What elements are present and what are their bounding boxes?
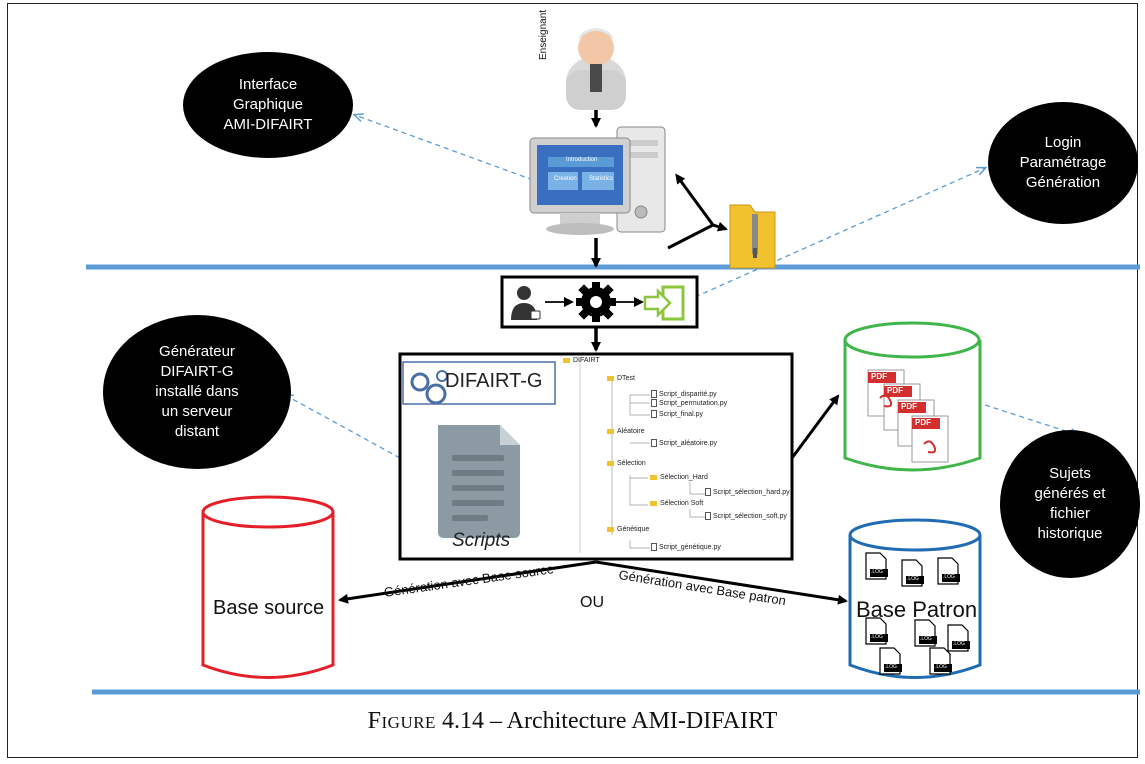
scripts-label: Scripts — [452, 530, 511, 551]
tree-root-label: DIFAIRT — [573, 357, 600, 364]
folder-icon — [650, 500, 657, 506]
file-icon — [651, 410, 657, 418]
folder-icon — [607, 460, 614, 466]
file-icon — [651, 399, 657, 407]
dashed-connector-generateur — [285, 395, 401, 459]
arrow-to-zip-head — [712, 221, 728, 232]
arrow-server-to-results — [790, 394, 840, 459]
arrow-computer-to-zip — [675, 173, 715, 226]
log-label-5: .LOG — [920, 636, 932, 642]
screen-introduction-label: Introduction — [566, 157, 598, 163]
tree-script-aleatoire: Script_aléatoire.py — [651, 439, 717, 447]
log-label-6: .LOG — [953, 641, 965, 647]
tree-script-selection-soft: Script_sélection_soft.py — [705, 512, 787, 520]
tree-selection-soft-label: Sélection Soft — [660, 500, 704, 507]
tree-selection-hard-label: Sélection_Hard — [660, 474, 708, 481]
user-lock-icon — [511, 286, 541, 320]
teacher-label: Enseignant — [538, 9, 549, 60]
arrow-to-base-source — [338, 560, 597, 604]
folder-icon — [607, 375, 614, 381]
base-patron-label: Base Patron — [856, 597, 978, 622]
tree-script-genetique-label: Script_génétique.py — [659, 543, 721, 551]
arrow-to-base-patron — [595, 560, 848, 605]
log-label-7: .LOG — [885, 664, 897, 670]
log-label-8: .LOG — [935, 664, 947, 670]
tree-dtest: DTest — [607, 375, 635, 382]
pdf-label-1: PDF — [871, 372, 887, 381]
tree-script-final: Script_final.py — [651, 410, 703, 418]
pdf-label-3: PDF — [901, 402, 917, 411]
computer-icon — [529, 126, 666, 235]
bubble-login: Login Paramétrage Génération — [988, 102, 1138, 224]
file-icon — [651, 390, 657, 398]
figure-caption: Figure 4.14 – Architecture AMI-DIFAIRT — [0, 708, 1145, 735]
log-label-2: .LOG — [907, 576, 919, 582]
difairt-g-title: DIFAIRT-G — [445, 370, 543, 392]
file-icon — [705, 512, 711, 520]
bubble-sujets: Sujets générés et fichier historique — [1000, 430, 1140, 578]
arrow-zip-to-hub — [667, 223, 714, 250]
file-icon — [651, 543, 657, 551]
folder-tree-lines — [611, 381, 705, 549]
tree-script-permutation-label: Script_permutation.py — [659, 399, 728, 407]
gear-icon — [576, 282, 616, 322]
script-document-icon — [438, 425, 520, 538]
tree-script-selection-hard-label: Script_sélection_hard.py — [713, 488, 790, 496]
base-source-cylinder — [201, 495, 335, 679]
zip-folder-icon — [729, 204, 776, 269]
screen-statistics-label: Statistics — [589, 176, 614, 182]
login-enter-icon — [643, 285, 685, 321]
dashed-connector-login — [694, 168, 985, 298]
pdf-label-4: PDF — [915, 418, 931, 427]
tree-genetique: Génétique — [607, 526, 649, 533]
tree-selection-label: Sélection — [617, 460, 646, 467]
tree-script-final-label: Script_final.py — [659, 410, 703, 418]
tree-script-selection-soft-label: Script_sélection_soft.py — [713, 512, 787, 520]
bubble-generateur: Générateur DIFAIRT-G installé dans un se… — [103, 315, 291, 469]
tree-selection-soft: Sélection Soft — [650, 500, 703, 507]
caption-text: 4.14 – Architecture AMI-DIFAIRT — [435, 708, 778, 734]
tree-script-disparite-label: Script_disparité.py — [659, 390, 717, 398]
log-label-4: .LOG — [871, 634, 883, 640]
figure-frame — [7, 3, 1138, 758]
tree-aleatoire: Aléatoire — [607, 428, 645, 435]
caption-figure-word: Figure — [367, 708, 436, 734]
folder-icon — [607, 428, 614, 434]
bubble-interface-graphique: Interface Graphique AMI-DIFAIRT — [183, 52, 353, 158]
base-source-label: Base source — [213, 597, 325, 619]
tree-aleatoire-label: Aléatoire — [617, 428, 645, 435]
file-icon — [705, 488, 711, 496]
tree-dtest-label: DTest — [617, 375, 635, 382]
tree-genetique-label: Génétique — [617, 526, 650, 533]
folder-icon — [563, 357, 570, 363]
tree-script-disparite: Script_disparité.py — [651, 390, 717, 398]
tree-script-selection-hard: Script_sélection_hard.py — [705, 488, 790, 496]
tree-root: DIFAIRT — [563, 357, 600, 364]
tree-script-genetique: Script_génétique.py — [651, 543, 721, 551]
gears-icon — [410, 370, 448, 405]
tree-selection: Sélection — [607, 460, 646, 467]
log-label-1: .LOG — [871, 569, 883, 575]
teacher-icon — [566, 28, 626, 110]
log-files-icon — [865, 552, 970, 675]
file-icon — [651, 439, 657, 447]
pdf-files-icon — [867, 369, 949, 463]
log-label-3: .LOG — [943, 574, 955, 580]
tree-selection-hard: Sélection_Hard — [650, 474, 708, 481]
dashed-connector-interface — [355, 115, 534, 181]
tree-script-permutation: Script_permutation.py — [651, 399, 727, 407]
pdf-label-2: PDF — [887, 386, 903, 395]
folder-icon — [607, 526, 614, 532]
screen-creation-label: Creation — [554, 176, 577, 182]
tree-script-aleatoire-label: Script_aléatoire.py — [659, 439, 717, 447]
folder-icon — [650, 474, 657, 480]
ou-label: OU — [580, 594, 604, 611]
